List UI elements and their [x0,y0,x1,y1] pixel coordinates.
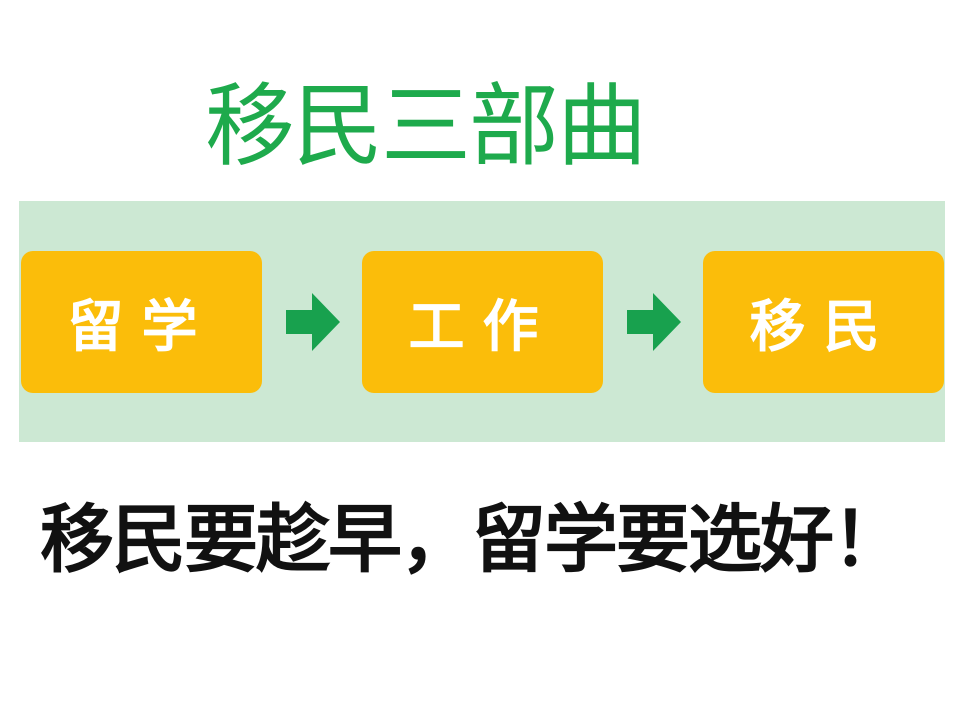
step-immigrate: 移民 [703,251,944,393]
step-study-abroad: 留学 [21,251,262,393]
step-work: 工作 [362,251,603,393]
arrow-right-icon [286,293,340,351]
arrow-right-icon [627,293,681,351]
diagram-title: 移民三部曲 [205,74,647,179]
slogan: 移民要趁早，留学要选好！ [40,497,906,583]
process-panel: 留学 工作 移民 [19,201,945,442]
